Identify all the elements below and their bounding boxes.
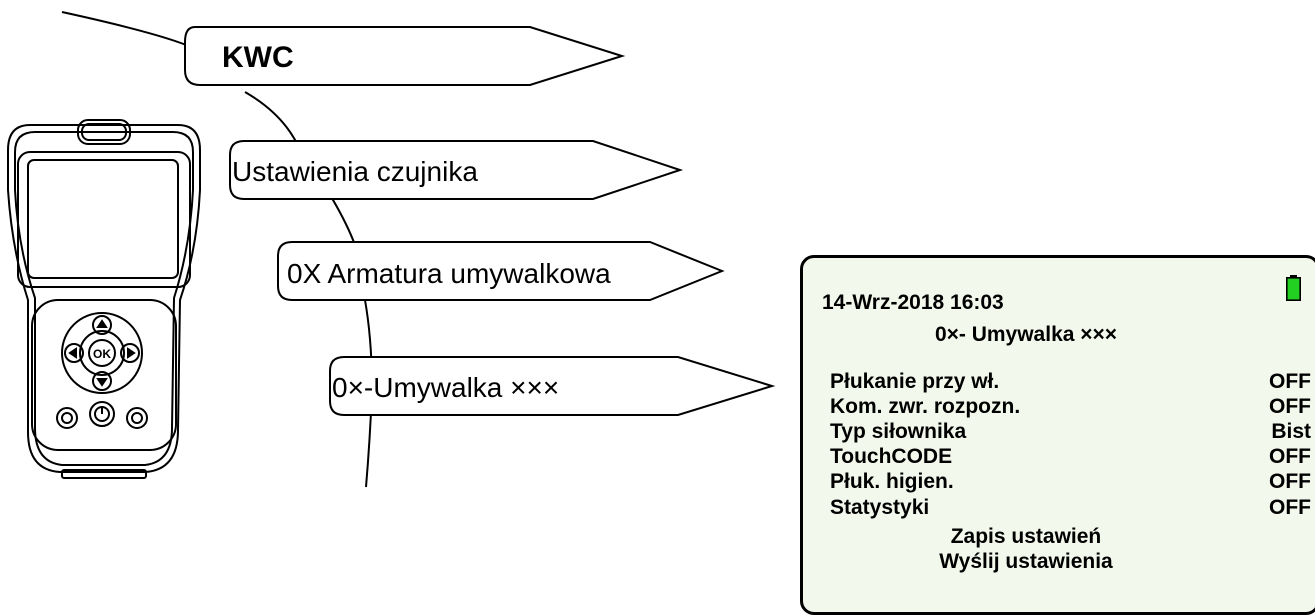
- connector-curve: [61, 11, 206, 56]
- battery-icon: [1286, 275, 1301, 301]
- handheld-device-icon: [7, 119, 201, 479]
- setting-row-touchcode[interactable]: TouchCODE OFF: [830, 446, 1311, 468]
- save-settings-item[interactable]: Zapis ustawień: [950, 525, 1102, 548]
- setting-row-actuator-type[interactable]: Typ siłownika Bist: [830, 421, 1311, 443]
- setting-label: TouchCODE: [830, 445, 953, 468]
- setting-row-recognition-feedback[interactable]: Kom. zwr. rozpozn. OFF: [830, 396, 1311, 418]
- setting-value: OFF: [1269, 496, 1311, 519]
- menu-sign-fitting[interactable]: 0X Armatura umywalkowa: [277, 241, 725, 301]
- send-settings-item[interactable]: Wyślij ustawienia: [939, 550, 1113, 573]
- display-title: 0×- Umywalka ×××: [934, 323, 1118, 346]
- setting-label: Statystyki: [830, 496, 930, 519]
- menu-sign-washbasin[interactable]: 0×-Umywalka ×××: [329, 356, 776, 416]
- menu-sign-sensor-settings[interactable]: Ustawienia czujnika: [229, 140, 684, 200]
- setting-value: OFF: [1269, 445, 1311, 468]
- setting-label: Płuk. higien.: [830, 470, 954, 493]
- setting-row-hygiene-flush[interactable]: Płuk. higien. OFF: [830, 471, 1311, 493]
- setting-value: OFF: [1269, 470, 1311, 493]
- menu-sign-label: Ustawienia czujnika: [232, 156, 478, 187]
- menu-path-diagram: KWC Ustawienia czujnika 0X Armatura umyw…: [7, 11, 776, 488]
- device-display-screen: 14-Wrz-2018 16:03 0×- Umywalka ××× Płuka…: [800, 255, 1315, 615]
- menu-sign-label: 0X Armatura umywalkowa: [287, 258, 611, 289]
- setting-value: Bist: [1271, 420, 1311, 443]
- menu-sign-kwc[interactable]: KWC: [184, 26, 626, 86]
- display-datetime: 14-Wrz-2018 16:03: [822, 291, 1004, 314]
- setting-label: Typ siłownika: [830, 420, 967, 443]
- menu-sign-label: KWC: [222, 41, 294, 74]
- setting-value: OFF: [1269, 370, 1311, 393]
- setting-label: Płukanie przy wł.: [830, 370, 1000, 393]
- setting-row-statistics[interactable]: Statystyki OFF: [830, 497, 1311, 519]
- setting-row-flush-on[interactable]: Płukanie przy wł. OFF: [830, 371, 1311, 393]
- setting-value: OFF: [1269, 395, 1311, 418]
- ok-button-icon: OK: [93, 347, 111, 361]
- setting-label: Kom. zwr. rozpozn.: [830, 395, 1021, 418]
- menu-sign-label: 0×-Umywalka ×××: [332, 372, 559, 403]
